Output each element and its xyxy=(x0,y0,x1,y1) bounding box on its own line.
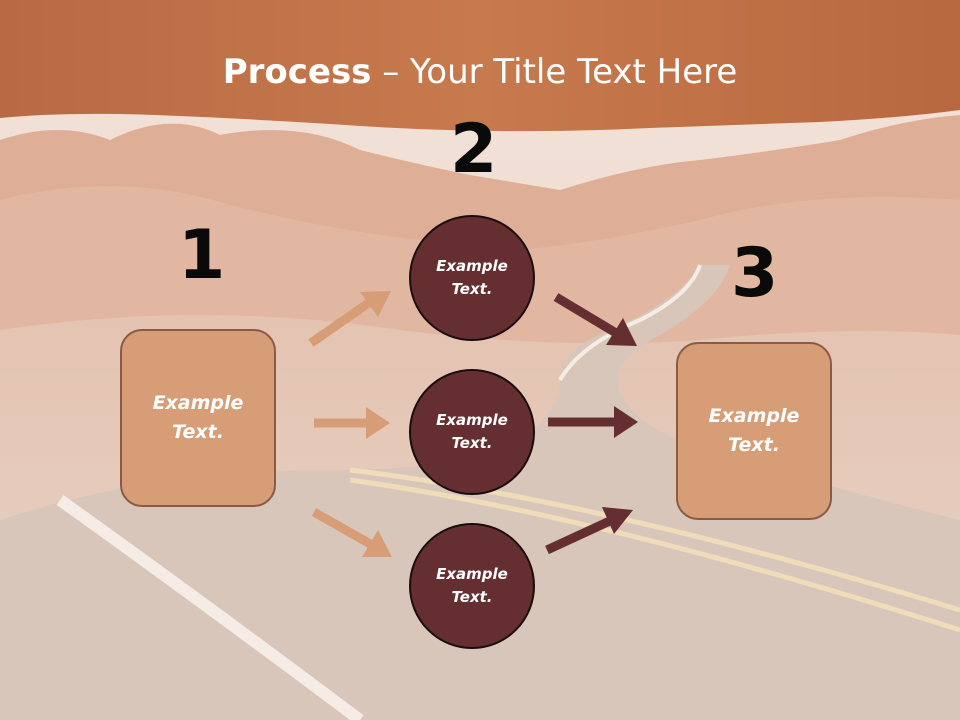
step-3-text-line2: Text. xyxy=(728,434,780,456)
step-2-number: 2 xyxy=(450,110,498,189)
title-rest: – Your Title Text Here xyxy=(371,52,738,92)
step-3-text-line1: Example xyxy=(708,405,800,427)
step-1-text-line2: Text. xyxy=(172,421,224,443)
node-3-text-line1: Example xyxy=(436,565,508,583)
step-1-text-line1: Example xyxy=(152,392,244,414)
node-1-text-line2: Text. xyxy=(451,280,493,298)
node-2-text-line2: Text. xyxy=(451,434,493,452)
title-bold: Process xyxy=(222,52,372,92)
node-1-text-line1: Example xyxy=(436,257,508,275)
step-1-number: 1 xyxy=(178,216,226,295)
node-3-text-line2: Text. xyxy=(451,588,493,606)
page-title: Process – Your Title Text Here xyxy=(0,52,960,92)
step-3-number: 3 xyxy=(731,234,779,313)
node-2-text-line1: Example xyxy=(436,411,508,429)
